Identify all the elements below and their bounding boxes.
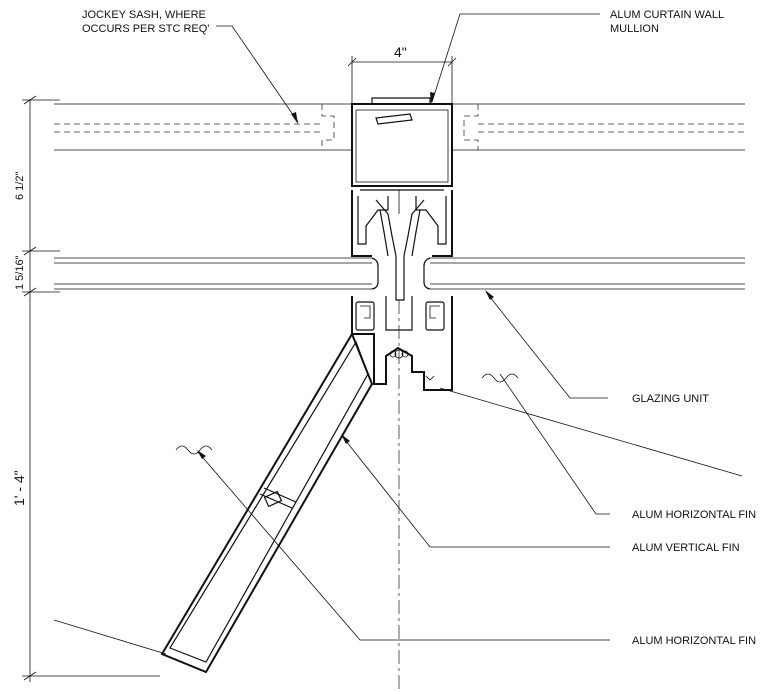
mullion-nose xyxy=(351,190,453,301)
left-dimension-line xyxy=(22,95,160,682)
jockey-sash-label-1: JOCKEY SASH, WHERE xyxy=(82,9,206,21)
jockey-sash-label-2: OCCURS PER STC REQ' xyxy=(82,23,209,35)
glazing-unit-right xyxy=(423,257,745,290)
break-marks xyxy=(175,373,519,455)
vertical-fin-label: ALUM VERTICAL FIN xyxy=(632,542,740,554)
top-dimension-line xyxy=(347,56,457,104)
pressure-plate xyxy=(351,296,453,391)
leaders xyxy=(53,13,743,655)
vertical-fin xyxy=(160,331,374,674)
mullion-depth-dim: 6 1/2" xyxy=(14,172,26,200)
glass-thickness-dim: 1 5/16" xyxy=(14,255,26,290)
mullion-label-2: MULLION xyxy=(610,23,659,35)
jockey-sash-dashed xyxy=(54,104,745,150)
mullion-label-1: ALUM CURTAIN WALL xyxy=(610,9,724,21)
fin-depth-dim: 1' - 4" xyxy=(11,470,27,506)
head-lines xyxy=(54,103,745,151)
horizontal-fin-label-2: ALUM HORIZONTAL FIN xyxy=(632,635,756,647)
glazing-unit-left xyxy=(54,257,379,290)
mullion-width-dim: 4" xyxy=(394,44,407,60)
horizontal-fin-label-1: ALUM HORIZONTAL FIN xyxy=(632,509,756,521)
glazing-unit-label: GLAZING UNIT xyxy=(632,393,709,405)
curtain-wall-mullion xyxy=(351,97,453,191)
